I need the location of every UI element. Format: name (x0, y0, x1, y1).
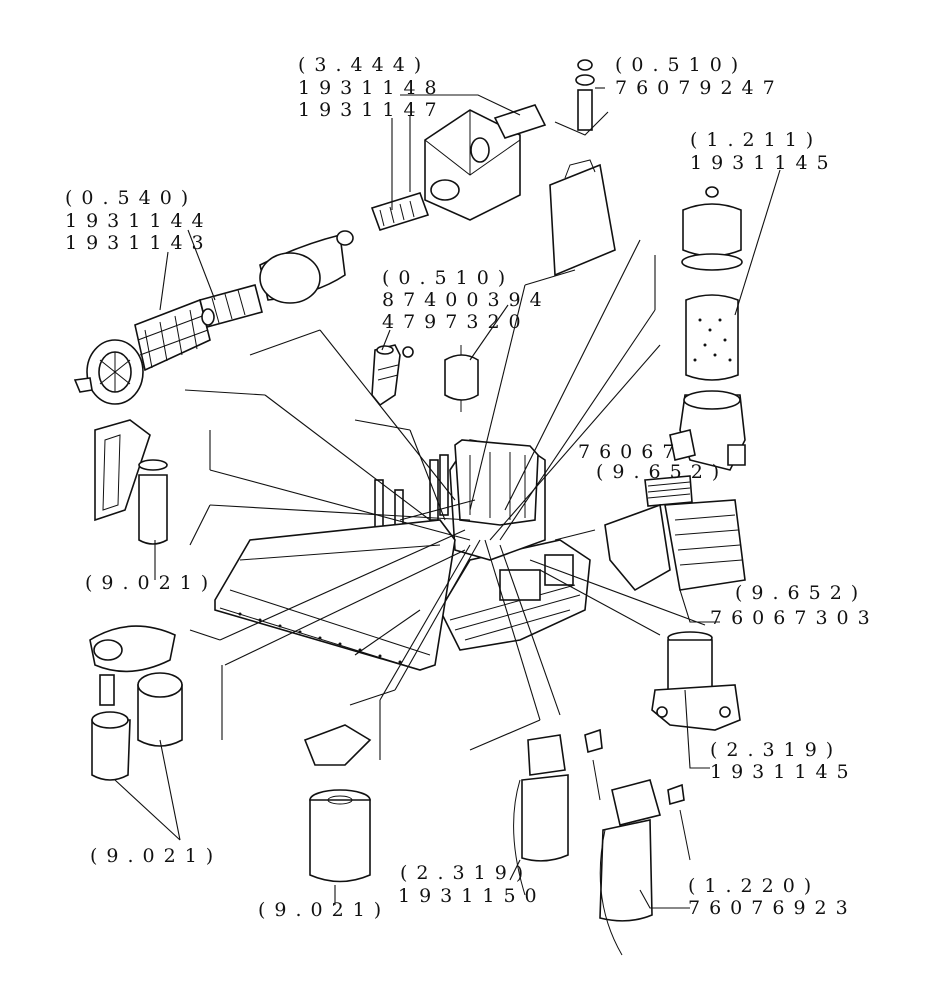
callout-ref-9652-lower: (9.652) (735, 582, 868, 604)
breather-assembly (370, 104, 547, 231)
callout-part-76079247: 76079247 (615, 77, 784, 99)
callout-part-1931150: 1931150 (398, 885, 546, 907)
callout-ref-0510-top: (0.510) (615, 54, 748, 76)
callout-ref-1211: (1.211) (690, 129, 823, 151)
callout-part-76067: 76067 (578, 441, 684, 463)
engine-oil-filter (303, 724, 372, 883)
callout-ref-0510-center: (0.510) (382, 267, 515, 289)
callout-part-1931147: 1931147 (298, 99, 446, 121)
callout-ref-0540: (0.540) (65, 187, 198, 209)
callout-ref-2319-right: (2.319) (710, 739, 843, 761)
callout-ref-9652-upper: (9.652) (596, 461, 729, 483)
air-cleaner-assembly (73, 230, 354, 405)
callout-part-1931145-top: 1931145 (690, 152, 838, 174)
filler-neck-assembly (549, 59, 616, 277)
primary-fuel-filter (599, 779, 691, 956)
callout-part-76067303: 76067303 (710, 607, 879, 629)
fuel-filter-canister (669, 186, 746, 471)
callout-part-1931145-lower: 1931145 (710, 761, 858, 783)
callout-part-1931143: 1931143 (65, 232, 213, 254)
callout-part-4797320: 4797320 (382, 311, 530, 333)
callout-ref-3444: (3.444) (298, 54, 431, 76)
callout-ticks (114, 87, 781, 909)
hydraulic-filter-assembly (94, 419, 168, 545)
inline-fuel-filters (371, 344, 479, 412)
callout-ref-9021-bottom-left: (9.021) (90, 845, 223, 867)
callout-ref-9021-left: (9.021) (85, 572, 218, 594)
bulldozer-illustration (214, 439, 591, 671)
callout-part-76076923: 76076923 (688, 897, 857, 919)
callout-part-87400394: 87400394 (382, 289, 551, 311)
spin-on-filters (89, 625, 183, 781)
callout-ref-9021-bottom-center: (9.021) (258, 899, 391, 921)
callout-ref-1220: (1.220) (688, 875, 821, 897)
callout-part-1931148: 1931148 (298, 77, 446, 99)
sediment-bowl-filter (513, 728, 603, 896)
callout-ref-2319-bottom: (2.319) (400, 862, 533, 884)
radiator-screen-assembly (604, 475, 746, 592)
water-separator-assembly (651, 631, 741, 731)
leader-lines (184, 239, 706, 760)
callout-part-1931144: 1931144 (65, 210, 213, 232)
